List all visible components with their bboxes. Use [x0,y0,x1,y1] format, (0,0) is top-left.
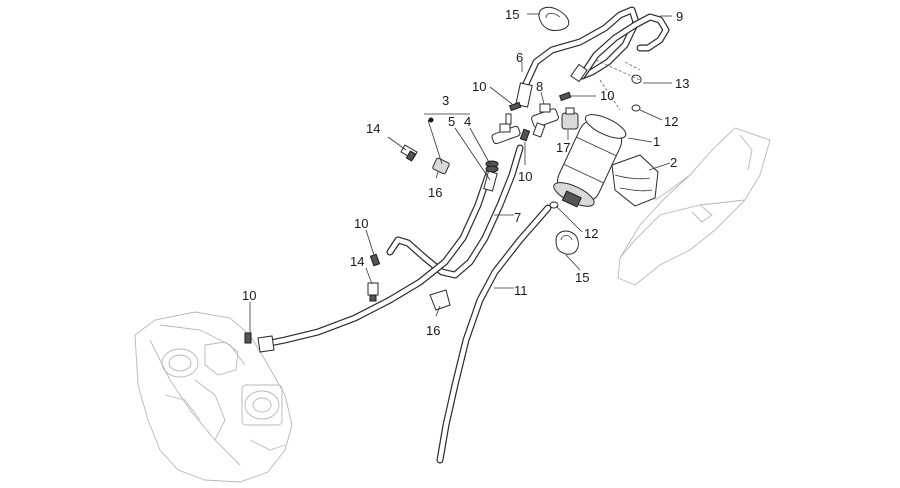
callout-6: 6 [516,50,523,65]
callout-16-b: 16 [426,323,440,338]
callout-13: 13 [675,76,689,91]
clamp-15-lower [555,230,579,255]
callout-12-b: 12 [584,226,598,241]
callout-1: 1 [653,134,660,149]
ghost-fuel-tank [134,311,293,483]
callout-17: 17 [556,140,570,155]
callout-4: 4 [464,114,471,129]
dot-marker [428,117,434,123]
fittings-14 [367,144,418,302]
callout-10-e: 10 [242,288,256,303]
ring-4 [485,160,499,173]
hose-6 [515,6,640,108]
callout-12-a: 12 [664,114,678,129]
solenoid-17 [561,107,579,130]
callout-2: 2 [670,155,677,170]
callout-10-c: 10 [518,169,532,184]
hose-7 [386,144,524,279]
callout-10-a: 10 [472,79,486,94]
valve-8 [531,103,559,138]
hose-9 [570,13,670,83]
clips-16 [429,157,451,311]
callout-15-lower: 15 [575,270,589,285]
hose-tank-line [257,166,494,353]
callout-10-b: 10 [600,88,614,103]
callout-15-top: 15 [505,7,519,22]
callout-labels: 15 9 6 10 8 10 13 12 3 5 4 1 14 17 2 10 … [242,7,689,338]
clips-10 [244,91,572,344]
leader-lines [249,13,672,334]
bracket-2 [611,154,659,207]
valve-3 [491,113,521,145]
callout-14-a: 14 [366,121,380,136]
callout-11: 11 [514,283,528,298]
callout-5: 5 [448,114,455,129]
callout-7: 7 [514,210,521,225]
hose-11 [436,204,552,464]
callout-10-d: 10 [354,216,368,231]
ghost-frame-panel [617,127,771,286]
callout-9: 9 [676,9,683,24]
canister-1 [553,114,627,208]
clamp-15-top [538,6,570,31]
callout-16-a: 16 [428,185,442,200]
callout-8: 8 [536,79,543,94]
callout-14-b: 14 [350,254,364,269]
callout-3: 3 [442,93,449,108]
